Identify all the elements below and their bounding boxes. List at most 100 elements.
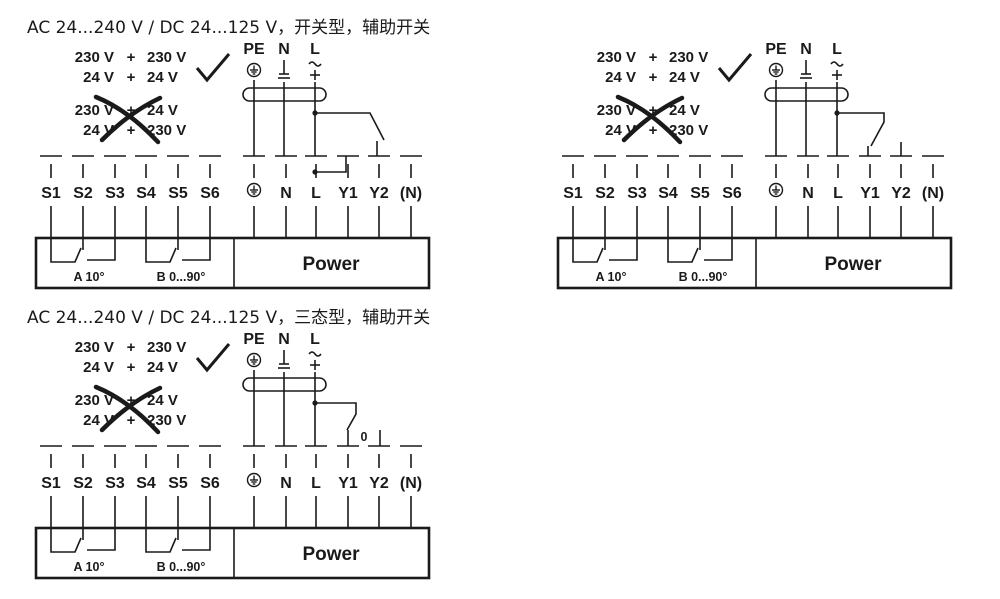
- wire: [182, 528, 211, 551]
- diagram-caption: AC 24...240 V / DC 24...125 V，开关型，辅助开关: [27, 18, 430, 38]
- voltage-secondary: 24 V: [147, 392, 178, 409]
- cross-icon: [93, 94, 163, 145]
- junction-dot: [312, 169, 318, 175]
- terminal-s3: S3: [105, 475, 125, 492]
- diagram-caption: AC 24...240 V / DC 24...125 V，三态型，辅助开关: [27, 308, 430, 328]
- plus-sign: +: [127, 359, 136, 376]
- plus-sign: +: [649, 69, 658, 86]
- terminal-s2: S2: [595, 185, 615, 202]
- actuator-box: [34, 236, 431, 290]
- plus-sign: +: [649, 122, 658, 139]
- terminal-s4: S4: [658, 185, 678, 202]
- terminal-s2: S2: [73, 475, 93, 492]
- neutral-icon: [278, 350, 290, 369]
- wire: [308, 61, 322, 67]
- earth-terminal-icon: [246, 472, 262, 488]
- terminal-s5: S5: [168, 185, 188, 202]
- power-section-label: Power: [824, 254, 882, 275]
- plus-sign: +: [127, 49, 136, 66]
- wire: [87, 238, 116, 261]
- wire: [50, 528, 82, 553]
- checkmark-icon: [717, 53, 753, 83]
- actuator-box: [34, 526, 431, 580]
- cross-icon: [93, 384, 163, 435]
- voltage-primary: 230 V: [75, 102, 114, 119]
- terminal-s5: S5: [690, 185, 710, 202]
- wire: [145, 238, 177, 263]
- terminal-n: N: [802, 185, 814, 202]
- terminal-s6: S6: [722, 185, 742, 202]
- voltage-primary: 230 V: [75, 49, 114, 66]
- voltage-secondary: 230 V: [669, 122, 708, 139]
- aux-switch-b-label: B 0...90°: [157, 560, 206, 574]
- voltage-secondary: 230 V: [147, 339, 186, 356]
- voltage-primary: 24 V: [83, 359, 114, 376]
- plus-sign: +: [649, 49, 658, 66]
- terminal-y2: Y2: [369, 185, 389, 202]
- terminal-y1: Y1: [338, 185, 358, 202]
- wire: [308, 351, 322, 357]
- aux-switch-b-label: B 0...90°: [679, 270, 728, 284]
- wire: [50, 238, 82, 263]
- voltage-primary: 230 V: [75, 339, 114, 356]
- voltage-secondary: 24 V: [147, 69, 178, 86]
- voltage-secondary: 230 V: [669, 49, 708, 66]
- power-section-label: Power: [302, 544, 360, 565]
- power-section-label: Power: [302, 254, 360, 275]
- voltage-secondary: 230 V: [147, 412, 186, 429]
- aux-switch-a-label: A 10°: [596, 270, 627, 284]
- voltage-secondary: 230 V: [147, 49, 186, 66]
- ac-dc-icon: [308, 61, 322, 80]
- supply-label-pe: PE: [243, 41, 265, 58]
- wire: [182, 238, 211, 261]
- wire: [667, 238, 699, 263]
- plus-sign: +: [127, 69, 136, 86]
- terminal-s1: S1: [41, 475, 61, 492]
- terminal-s1: S1: [41, 185, 61, 202]
- voltage-secondary: 24 V: [669, 102, 700, 119]
- aux-switch-a-label: A 10°: [74, 270, 105, 284]
- control-switch: [315, 112, 385, 173]
- plus-sign: +: [649, 102, 658, 119]
- supply-label-l: L: [832, 41, 842, 58]
- earth-ground-icon: [246, 62, 262, 78]
- neutral-icon: [800, 60, 812, 79]
- switch-zero-position-label: 0: [361, 430, 368, 444]
- aux-switch-b: [667, 238, 733, 263]
- aux-switch-b: [145, 528, 211, 553]
- wire: [572, 238, 604, 263]
- checkmark-icon: [195, 343, 231, 373]
- supply-label-n: N: [278, 41, 290, 58]
- plus-sign: +: [127, 339, 136, 356]
- earth-terminal-icon: [768, 182, 784, 198]
- terminal-s1: S1: [563, 185, 583, 202]
- terminal-s5: S5: [168, 475, 188, 492]
- wire: [87, 528, 116, 551]
- terminal-s4: S4: [136, 475, 156, 492]
- terminal-y2: Y2: [891, 185, 911, 202]
- terminal-l: L: [311, 475, 321, 492]
- aux-switch-a-label: A 10°: [74, 560, 105, 574]
- aux-switch-a: [572, 238, 638, 263]
- wiring-diagram-onoff: AC 24...240 V / DC 24...125 V，开关型，辅助开关 23…: [27, 18, 431, 290]
- voltage-secondary: 230 V: [147, 122, 186, 139]
- wire: [315, 156, 347, 173]
- terminal-n: (N): [400, 185, 422, 202]
- aux-switch-b: [145, 238, 211, 263]
- aux-switch-a: [50, 528, 116, 553]
- terminal-l: L: [311, 185, 321, 202]
- aux-switch-a: [50, 238, 116, 263]
- wire: [145, 528, 177, 553]
- supply-label-l: L: [310, 41, 320, 58]
- control-switch: [315, 402, 381, 446]
- voltage-primary: 24 V: [83, 69, 114, 86]
- supply-label-n: N: [278, 331, 290, 348]
- wire: [315, 402, 357, 431]
- plus-sign: +: [127, 102, 136, 119]
- checkmark-icon: [195, 53, 231, 83]
- actuator-box: [556, 236, 953, 290]
